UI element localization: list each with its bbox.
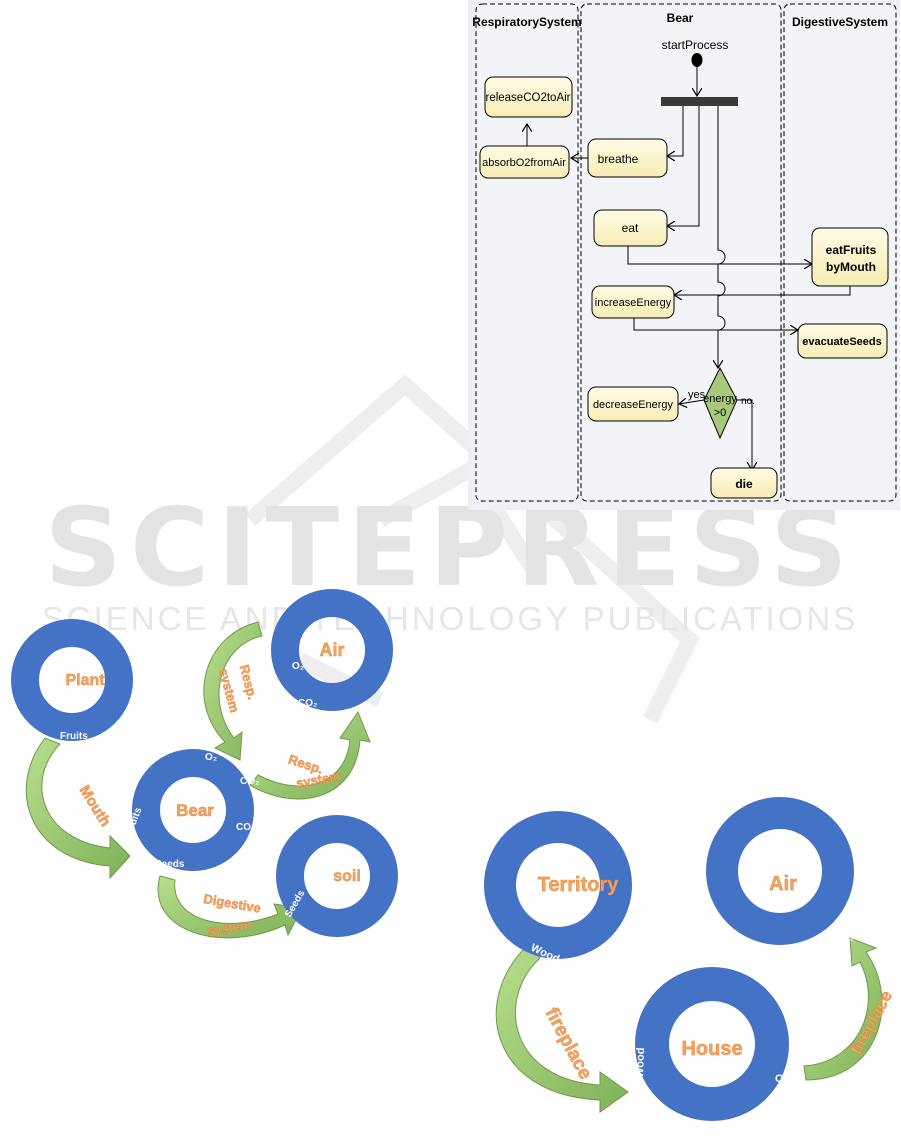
flow-arrow-digestive (157, 875, 303, 939)
ring-air-label: Air (319, 640, 344, 660)
node-increase-energy (591, 285, 675, 319)
ring-air (271, 589, 393, 711)
ring-territory-label: Territory (538, 874, 620, 896)
node-decrease-energy (587, 386, 679, 422)
flow-label-digestive-2: system (206, 917, 252, 938)
port-house-wood: Wood (634, 1047, 647, 1078)
node-breathe (587, 138, 668, 178)
port-bear-co2-inner: CO₂ (236, 822, 255, 833)
edge-eat-eatfruits (627, 246, 812, 264)
decision-diamond (703, 366, 738, 440)
start-node-icon (691, 53, 703, 67)
port-plant-fruits: Fruits (60, 731, 88, 742)
ring-bear (132, 749, 254, 871)
node-decrease-energy-label: decreaseEnergy (593, 399, 674, 411)
node-evacuate-seeds (797, 323, 888, 359)
start-label: startProcess (662, 38, 729, 52)
node-release-co2 (484, 76, 573, 118)
node-absorb-o2 (479, 145, 570, 179)
edge-fork-decision (718, 106, 726, 368)
node-increase-energy-label: increaseEnergy (595, 297, 672, 309)
flow-arrow-fireplace-left (495, 944, 629, 1113)
node-breathe-label: breathe (598, 152, 639, 166)
decision-no-label: no. (741, 396, 755, 407)
port-house-co2: CO₂ (775, 1073, 797, 1085)
edge-decision-decrease (679, 400, 705, 404)
edge-fork-eat (667, 106, 700, 226)
node-eat (593, 209, 668, 247)
ring-bear-label: Bear (176, 801, 214, 820)
lane-label-bear: Bear (667, 11, 694, 25)
node-absorb-o2-label: absorbO2fromAir (482, 157, 566, 169)
decision-label-1: energy (703, 393, 737, 405)
edges (527, 106, 851, 470)
ring-air-2-label: Air (769, 873, 797, 895)
lane-respiratory (475, 3, 579, 502)
port-air-co2: CO₂ (298, 698, 317, 709)
watermark-subtitle: SCIENCE AND TECHNOLOGY PUBLICATIONS (42, 600, 859, 637)
node-evacuate-seeds-label: evacuateSeeds (802, 336, 882, 348)
flow-arrow-resp-right (249, 710, 371, 800)
node-eat-fruits-label-2: byMouth (826, 260, 876, 274)
ring-air-2 (706, 797, 854, 945)
lane-label-respiratory: RespiratorySystem (472, 15, 581, 29)
port-air-2-co2: CO₂ (833, 931, 855, 943)
lane-label-digestive: DigestiveSystem (792, 15, 888, 29)
ring-territory (484, 811, 632, 959)
node-release-co2-label: releaseCO2toAir (485, 92, 570, 104)
decision-yes-label: yes (688, 389, 706, 401)
ring-house (635, 967, 789, 1121)
node-die-label: die (735, 477, 753, 491)
fork-bar (661, 97, 738, 106)
flow-arrow-fireplace-right (803, 937, 883, 1081)
port-bear-seeds: Seeds (155, 859, 185, 870)
lane-bear (580, 3, 782, 502)
port-bear-co2-top: CO₂ (240, 776, 259, 787)
port-air-o2: O₂ (292, 661, 304, 672)
edge-decision-die (737, 399, 752, 470)
ring-plant (11, 619, 133, 741)
flow-arrow-mouth (25, 737, 131, 880)
ring-house-label: House (681, 1038, 742, 1060)
decision-label-2: >0 (714, 407, 727, 419)
edge-fork-breathe (667, 106, 684, 156)
edge-increase-evacuate (633, 316, 798, 330)
flow-arrow-resp-left (203, 621, 263, 761)
ring-plant-label: Plant (65, 672, 105, 689)
node-die (710, 467, 778, 499)
node-eat-fruits (811, 227, 889, 287)
port-bear-o2: O₂ (205, 752, 217, 763)
ring-soil-label: soil (333, 868, 361, 885)
node-eat-fruits-label-1: eatFruits (826, 243, 877, 257)
node-eat-label: eat (622, 221, 639, 235)
ring-soil (276, 815, 398, 937)
edge-eatfruits-increase (674, 286, 851, 295)
